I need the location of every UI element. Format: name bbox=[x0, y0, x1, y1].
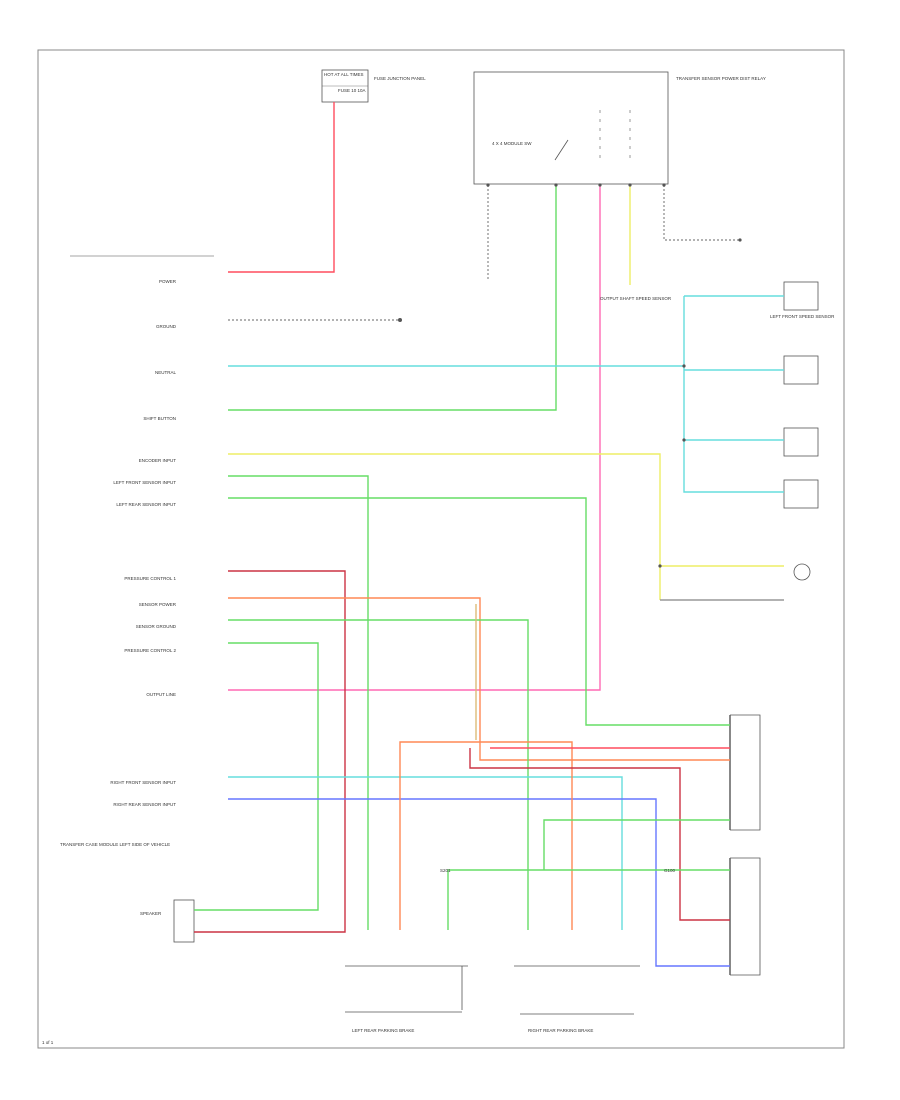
pin-shift-label: SHIFT BUTTON bbox=[143, 416, 176, 421]
splice-label: S201 bbox=[440, 868, 451, 873]
wire-power bbox=[228, 102, 335, 273]
bottom-left-label: LEFT REAR PARKING BRAKE bbox=[352, 1028, 414, 1033]
wire-green-cross bbox=[447, 869, 730, 930]
pin-ground-label: GROUND bbox=[156, 324, 177, 329]
wires bbox=[194, 102, 784, 967]
pin-power-label: POWER bbox=[159, 279, 177, 284]
pin-rr-label: RIGHT REAR SENSOR INPUT bbox=[113, 802, 176, 807]
right-modules-label: LEFT FRONT SPEED SENSOR bbox=[770, 314, 835, 319]
pin-encoder-label: ENCODER INPUT bbox=[139, 458, 177, 463]
pin-pc1-label: PRESSURE CONTROL 1 bbox=[124, 576, 176, 581]
wire-encoder bbox=[228, 453, 661, 600]
mid-note-label: OUTPUT SHAFT SPEED SENSOR bbox=[600, 296, 672, 301]
wire-sensor-ground bbox=[228, 619, 529, 930]
switch-label: 4 X 4 MODULE SW bbox=[492, 141, 532, 146]
fuse-label: FUSE 10 10A bbox=[338, 88, 366, 93]
diagram-border bbox=[37, 49, 845, 1049]
gnd-label: G100 bbox=[664, 868, 676, 873]
pin-rf-label: RIGHT FRONT SENSOR INPUT bbox=[110, 780, 176, 785]
wire-cyan-bus bbox=[683, 296, 784, 493]
controller-pins: POWER GROUND NEUTRAL SHIFT BUTTON ENCODE… bbox=[42, 279, 676, 1045]
wire-output bbox=[228, 185, 601, 691]
bottom-right-label: RIGHT REAR PARKING BRAKE bbox=[528, 1028, 593, 1033]
pin-lf-label: LEFT FRONT SENSOR INPUT bbox=[113, 480, 176, 485]
pin-markers bbox=[398, 183, 742, 568]
bottom-connectors: LEFT REAR PARKING BRAKE RIGHT REAR PARKI… bbox=[345, 965, 640, 1033]
top-module: TRANSFER SENSOR POWER DIST RELAY 4 X 4 M… bbox=[473, 71, 766, 185]
fuse-block: HOT AT ALL TIMES FUSE 10 10A FUSE JUNCTI… bbox=[321, 69, 426, 103]
wire-shift bbox=[228, 185, 557, 411]
pin-lr-label: LEFT REAR SENSOR INPUT bbox=[116, 502, 176, 507]
top-module-label: TRANSFER SENSOR POWER DIST RELAY bbox=[676, 76, 766, 81]
wire-orange-cross bbox=[399, 741, 573, 930]
right-sensors bbox=[729, 714, 761, 976]
wire-top-ground bbox=[663, 185, 740, 241]
controller-label: TRANSFER CASE MODULE LEFT SIDE OF VEHICL… bbox=[60, 842, 170, 847]
wire-lr-speed bbox=[228, 497, 730, 726]
right-connectors: LEFT FRONT SPEED SENSOR bbox=[770, 281, 835, 581]
wire-sensor-power bbox=[228, 597, 730, 761]
wire-darkred-cross bbox=[469, 748, 730, 921]
speaker-label: SPEAKER bbox=[140, 911, 162, 916]
pin-output-label: OUTPUT LINE bbox=[146, 692, 176, 697]
wire-rr-speed bbox=[228, 798, 730, 967]
pin-pc2-label: PRESSURE CONTROL 2 bbox=[124, 648, 176, 653]
footer-label: 1 of 1 bbox=[42, 1040, 54, 1045]
pin-sensor-power-label: SENSOR POWER bbox=[139, 602, 177, 607]
fuse-panel-label: FUSE JUNCTION PANEL bbox=[374, 76, 426, 81]
wire-green-cross2 bbox=[543, 819, 730, 870]
wire-pc1 bbox=[194, 570, 346, 933]
speaker-component: SPEAKER bbox=[140, 899, 195, 943]
wire-rf-speed bbox=[228, 776, 623, 930]
pin-neutral-label: NEUTRAL bbox=[155, 370, 177, 375]
pin-sensor-ground-label: SENSOR GROUND bbox=[136, 624, 177, 629]
wire-lf-speed bbox=[228, 475, 369, 930]
fuse-block-label: HOT AT ALL TIMES bbox=[324, 72, 364, 77]
